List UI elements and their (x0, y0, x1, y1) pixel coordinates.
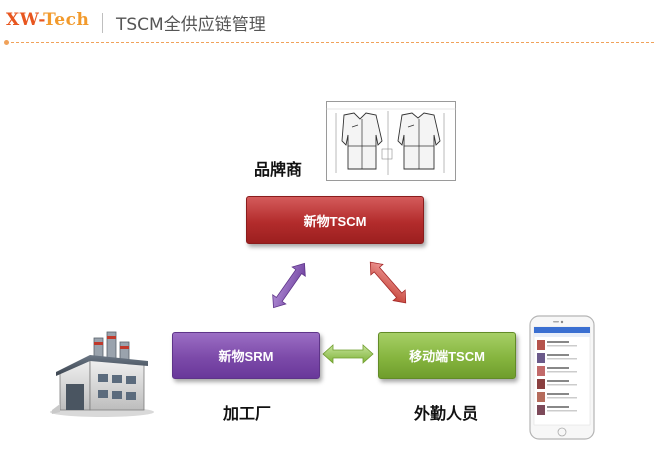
header-divider (102, 13, 103, 33)
srm-node: 新物SRM (172, 332, 320, 379)
page-header: XW-Tech TSCM全供应链管理 (0, 0, 656, 52)
srm-mobile-arrow (322, 344, 374, 364)
factory-label: 加工厂 (223, 404, 272, 423)
phone-screenshot-image (529, 315, 595, 440)
factory-icon (50, 331, 154, 417)
mobile-tscm-node: 移动端TSCM (378, 332, 516, 379)
brand-label: 品牌商 (254, 160, 303, 179)
xw-tech-logo: XW-Tech (6, 10, 89, 30)
header-line-dot (4, 40, 9, 45)
srm-tscm-arrow (272, 262, 306, 309)
tscm-node: 新物TSCM (246, 196, 424, 244)
tscm-mobile-arrow (369, 261, 407, 304)
garment-sketch-image (326, 101, 456, 181)
logo-text-xw: XW- (6, 10, 44, 30)
header-dashed-line (6, 42, 654, 43)
field-staff-label: 外勤人员 (414, 404, 479, 423)
page-title: TSCM全供应链管理 (116, 15, 266, 35)
logo-text-tech: Tech (43, 10, 90, 30)
